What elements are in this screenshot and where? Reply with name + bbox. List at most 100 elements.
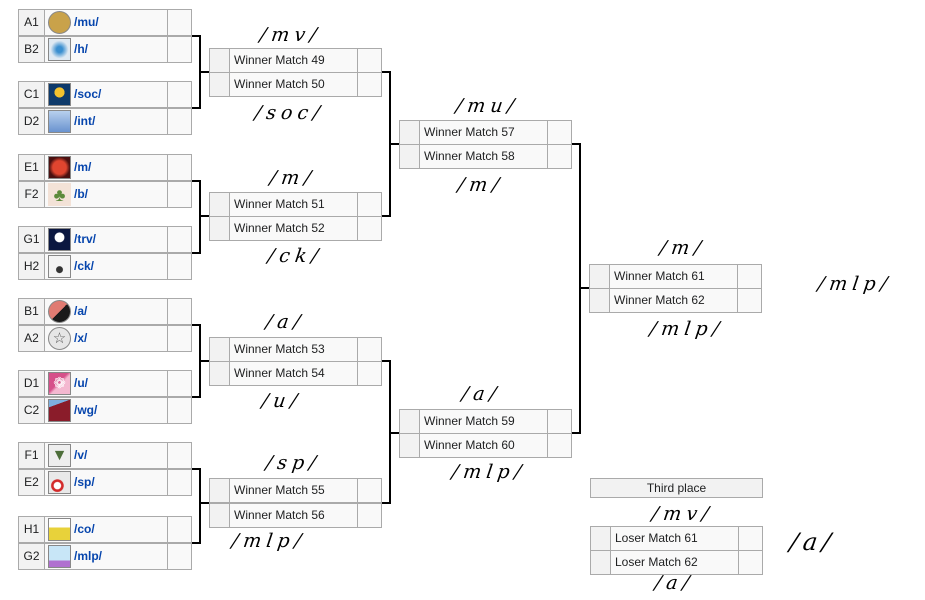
board-link[interactable]: /mu/ [74, 15, 99, 29]
score-cell [547, 120, 572, 145]
score-cell [357, 478, 382, 503]
score-cell [357, 337, 382, 362]
board-link[interactable]: /sp/ [74, 475, 95, 489]
annotation: /m/ [268, 167, 318, 189]
team-row: H1/co/ [18, 516, 192, 543]
annotation: /u/ [260, 390, 304, 412]
match-slot: Winner Match 51 [209, 192, 382, 217]
board-link[interactable]: /wg/ [74, 403, 98, 417]
slot-label: Winner Match 61 [609, 264, 738, 289]
board-link[interactable]: /trv/ [74, 232, 97, 246]
score-cell [167, 325, 192, 352]
board-link[interactable]: /int/ [74, 114, 96, 128]
team-row: D1❁/u/ [18, 370, 192, 397]
x-crest-icon: ☆ [48, 327, 71, 350]
team-row: A1/mu/ [18, 9, 192, 36]
match-slot: Winner Match 54 [209, 361, 382, 386]
annotation: /ck/ [266, 245, 325, 267]
match-slot: Winner Match 62 [589, 288, 762, 313]
team-row: C1/soc/ [18, 81, 192, 108]
match-slot: Winner Match 56 [209, 503, 382, 528]
score-cell [357, 48, 382, 73]
board-link[interactable]: /x/ [74, 331, 88, 345]
score-cell [167, 516, 192, 543]
board-link[interactable]: /a/ [74, 304, 88, 318]
seed-label: B2 [18, 36, 45, 63]
slot-label: Winner Match 56 [229, 503, 358, 528]
score-cell [167, 469, 192, 496]
seed-label: E1 [18, 154, 45, 181]
score-cell [737, 288, 762, 313]
match-slot: Winner Match 52 [209, 216, 382, 241]
score-cell [167, 442, 192, 469]
annotation: /mlp/ [648, 318, 726, 340]
seed-label: H2 [18, 253, 45, 280]
seed-label: A1 [18, 9, 45, 36]
board-link[interactable]: /ck/ [74, 259, 95, 273]
match-slot: Winner Match 49 [209, 48, 382, 73]
match-slot: Winner Match 60 [399, 433, 572, 458]
board-link[interactable]: /mlp/ [74, 549, 103, 563]
annotation: /m/ [658, 237, 708, 259]
slot-label: Winner Match 49 [229, 48, 358, 73]
b-crest-icon: ♣ [48, 183, 71, 206]
score-cell [167, 370, 192, 397]
seed-label: D2 [18, 108, 45, 135]
match-slot: Winner Match 55 [209, 478, 382, 503]
slot-label: Loser Match 62 [610, 550, 739, 575]
team-row: H2/ck/ [18, 253, 192, 280]
sp-crest-icon [48, 471, 71, 494]
slot-label: Winner Match 50 [229, 72, 358, 97]
team-row: E1/m/ [18, 154, 192, 181]
annotation: /mv/ [258, 24, 324, 46]
third-place-winner-annotation: /a/ [788, 528, 838, 556]
int-crest-icon [48, 110, 71, 133]
score-cell [167, 36, 192, 63]
match-slot: Winner Match 57 [399, 120, 572, 145]
annotation: /mu/ [454, 95, 521, 117]
soc-crest-icon [48, 83, 71, 106]
board-link[interactable]: /b/ [74, 187, 88, 201]
match-slot: Winner Match 58 [399, 144, 572, 169]
board-link[interactable]: /soc/ [74, 87, 102, 101]
board-link[interactable]: /h/ [74, 42, 88, 56]
annotation: /a/ [460, 383, 503, 405]
slot-label: Winner Match 53 [229, 337, 358, 362]
team-row: E2/sp/ [18, 469, 192, 496]
annotation: /mv/ [650, 503, 716, 525]
board-link[interactable]: /v/ [74, 448, 88, 462]
match-slot: Winner Match 50 [209, 72, 382, 97]
match-slot: Winner Match 61 [589, 264, 762, 289]
score-cell [167, 181, 192, 208]
match-slot: Loser Match 62 [590, 550, 763, 575]
seed-label: B1 [18, 298, 45, 325]
slot-label: Winner Match 52 [229, 216, 358, 241]
score-cell [357, 216, 382, 241]
seed-label: F2 [18, 181, 45, 208]
seed-label: G1 [18, 226, 45, 253]
board-link[interactable]: /co/ [74, 522, 95, 536]
ck-crest-icon [48, 255, 71, 278]
v-crest-icon: ▼ [48, 444, 71, 467]
champion-annotation: /mlp/ [816, 273, 894, 295]
score-cell [167, 9, 192, 36]
third-place-header: Third place [590, 478, 763, 498]
annotation: /m/ [456, 174, 506, 196]
team-row: D2/int/ [18, 108, 192, 135]
team-row: B1/a/ [18, 298, 192, 325]
team-row: C2/wg/ [18, 397, 192, 424]
seed-label: D1 [18, 370, 45, 397]
board-link[interactable]: /m/ [74, 160, 92, 174]
annotation: /sp/ [264, 452, 323, 474]
score-cell [167, 543, 192, 570]
score-cell [167, 108, 192, 135]
team-row: G2/mlp/ [18, 543, 192, 570]
score-cell [357, 72, 382, 97]
board-link[interactable]: /u/ [74, 376, 88, 390]
score-cell [167, 298, 192, 325]
m-crest-icon [48, 156, 71, 179]
score-cell [738, 550, 763, 575]
slot-label: Winner Match 59 [419, 409, 548, 434]
slot-label: Winner Match 62 [609, 288, 738, 313]
slot-label: Winner Match 55 [229, 478, 358, 503]
